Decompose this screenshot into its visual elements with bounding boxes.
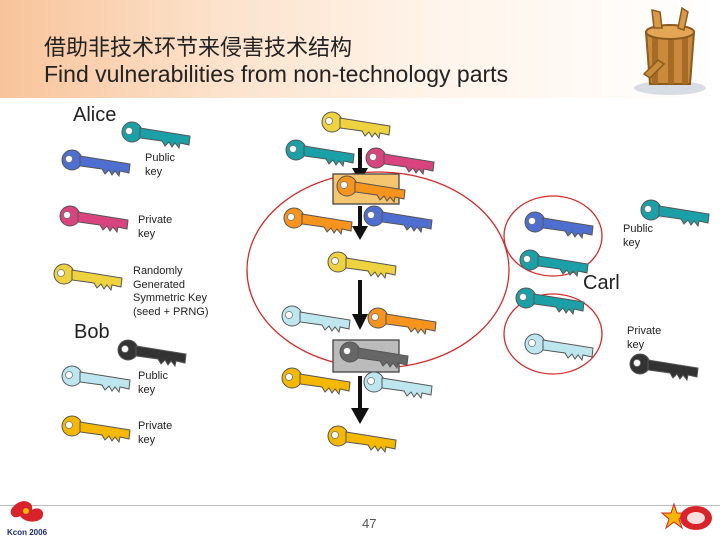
- label-line: (seed + PRNG): [133, 305, 209, 318]
- label-line: key: [627, 338, 645, 351]
- carl-public-circle: [503, 195, 603, 277]
- label-line: Private: [138, 420, 173, 432]
- key-icon: [327, 251, 397, 279]
- key-icon: [524, 211, 594, 239]
- key-icon: [321, 111, 391, 139]
- bob-label: Bob: [74, 321, 110, 343]
- key-icon: [367, 307, 437, 335]
- key-icon: [53, 263, 123, 291]
- key-icon: [363, 371, 433, 399]
- key-icon: [281, 367, 351, 395]
- barrel-icon: [634, 6, 706, 95]
- label-line: key: [138, 227, 156, 240]
- key-icon: [339, 341, 409, 369]
- key-icon: [283, 207, 353, 235]
- label-line: Symmetric Key: [133, 292, 207, 304]
- slide-title-chinese: 借助非技术环节来侵害技术结构: [44, 36, 353, 61]
- key-icon: [285, 139, 355, 167]
- random-key-label: Randomly Generated Symmetric Key (seed +…: [133, 265, 209, 319]
- key-icon: [365, 147, 435, 175]
- key-icon: [281, 305, 351, 333]
- key-icon: [515, 287, 585, 315]
- kcon-logo: Kcon 2006: [7, 501, 48, 537]
- slide-title-english: Find vulnerabilities from non-technology…: [44, 61, 509, 87]
- label-line: Private: [627, 325, 662, 337]
- header-band: [0, 0, 720, 98]
- key-icon: [59, 205, 129, 233]
- alice-public-key-label: Public key: [145, 152, 175, 179]
- key-icon: [117, 339, 187, 367]
- key-icon: [629, 353, 699, 381]
- footer-divider: [0, 505, 720, 506]
- bob-private-key-label: Private key: [138, 420, 172, 447]
- label-line: Generated: [133, 278, 185, 291]
- key-icon: [519, 249, 589, 277]
- key-icon: [61, 149, 131, 177]
- label-line: Randomly: [133, 265, 183, 277]
- label-line: Public: [623, 223, 653, 235]
- label-line: key: [623, 236, 641, 249]
- label-line: key: [138, 433, 156, 446]
- bob-public-key-label: Public key: [138, 370, 168, 397]
- page-number: 47: [362, 516, 377, 531]
- down-arrow-icon: [351, 376, 369, 424]
- alice-label: Alice: [73, 104, 117, 126]
- svg-text:Kcon 2006: Kcon 2006: [7, 528, 48, 537]
- carl-private-key-label: Private key: [627, 325, 661, 352]
- label-line: Private: [138, 214, 173, 226]
- carl-label: Carl: [583, 272, 620, 294]
- label-line: key: [145, 165, 163, 178]
- carl-private-circle: [503, 293, 603, 375]
- carl-public-key-label: Public key: [623, 223, 653, 250]
- down-arrow-icon: [352, 206, 368, 240]
- key-icon: [61, 365, 131, 393]
- down-arrow-icon: [352, 280, 368, 330]
- label-line: Public: [145, 152, 175, 164]
- key-icon: [363, 205, 433, 233]
- key-icon: [61, 415, 131, 443]
- key-icon: [327, 425, 397, 453]
- key-icon: [336, 175, 406, 203]
- key-icon: [524, 333, 594, 361]
- key-icon: [121, 121, 191, 149]
- label-line: Public: [138, 370, 168, 382]
- alice-private-key-label: Private key: [138, 214, 172, 241]
- label-line: key: [138, 383, 156, 396]
- star-logo: [660, 502, 712, 530]
